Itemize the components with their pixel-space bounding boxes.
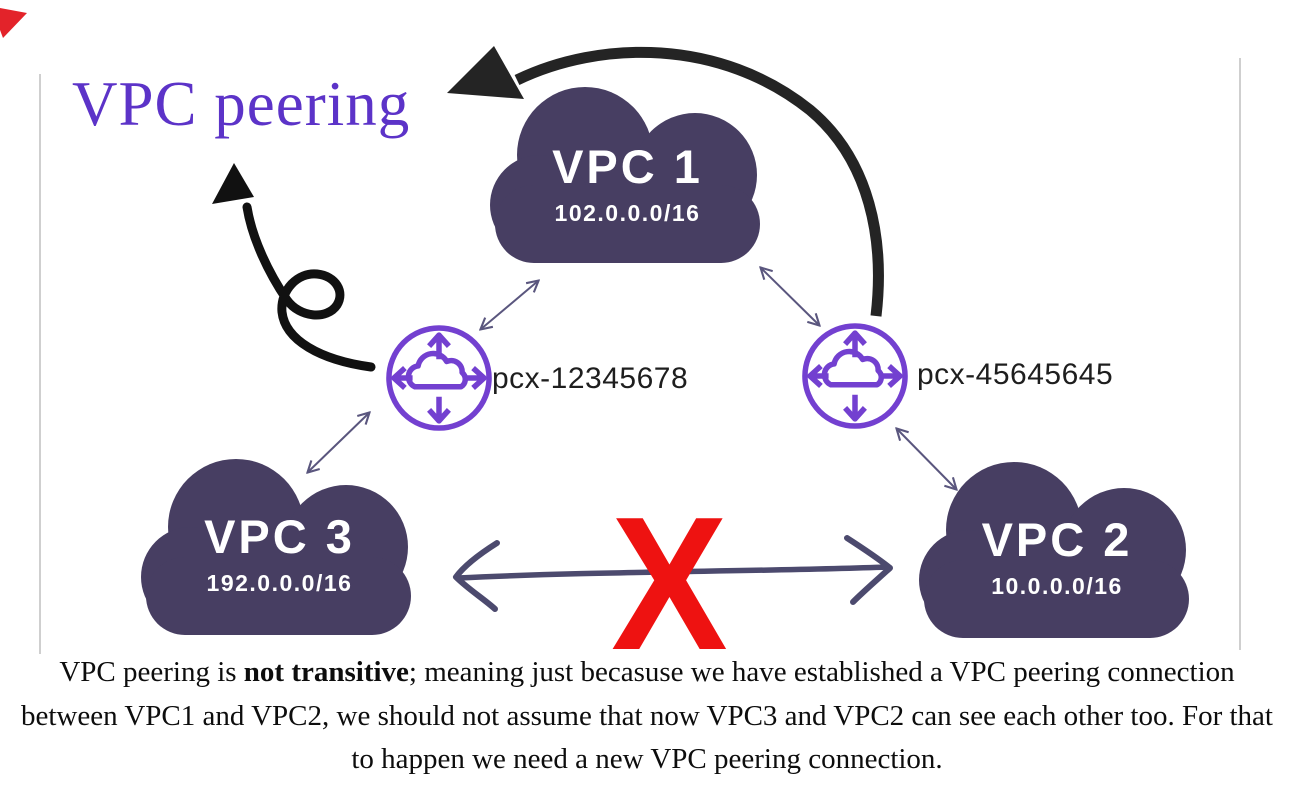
blocked-x-mark: X: [611, 478, 728, 690]
swirl-arrowhead: [212, 163, 254, 204]
slide-right-border: [1239, 58, 1241, 650]
connector-pcx1-vpc3: [308, 413, 369, 472]
connector-vpc1-pcx1: [481, 281, 538, 329]
vpc3-label: VPC 3 192.0.0.0/16: [146, 512, 413, 597]
transitive-arc-arrow: [514, 46, 884, 317]
peering-connection-icon-2: [805, 326, 905, 426]
vpc3-vpc2-arrow-shaft: [455, 564, 891, 581]
vpc1-label: VPC 1 102.0.0.0/16: [495, 142, 760, 227]
vpc3-cidr: 192.0.0.0/16: [206, 570, 353, 597]
slide-left-border: [39, 74, 41, 654]
pcx2-label: pcx-45645645: [917, 358, 1114, 391]
vpc2-cidr: 10.0.0.0/16: [991, 573, 1123, 600]
corner-red-mark: [0, 8, 27, 38]
connector-vpc1-pcx2: [761, 268, 819, 325]
vpc3-name: VPC 3: [204, 510, 355, 563]
caption-prefix: VPC peering is: [59, 656, 244, 688]
vpc2-label: VPC 2 10.0.0.0/16: [924, 515, 1190, 600]
caption-emphasis: not transitive: [243, 656, 409, 688]
peering-connection-icon-1: [389, 328, 489, 428]
connector-pcx2-vpc2: [897, 429, 956, 489]
vpc1-name: VPC 1: [552, 140, 703, 193]
pcx1-label: pcx-12345678: [492, 362, 689, 395]
vpc3-vpc2-arrow-right-head: [844, 535, 893, 605]
page-title: VPC peering: [72, 69, 411, 139]
vpc1-cidr: 102.0.0.0/16: [554, 200, 701, 227]
caption: VPC peering is not transitive; meaning j…: [0, 651, 1294, 782]
transitive-arc-arrowhead: [447, 46, 524, 99]
vpc3-vpc2-arrow-left-head: [453, 540, 500, 612]
vpc2-name: VPC 2: [981, 513, 1133, 566]
swirl-arrow: [242, 202, 376, 372]
caption-rest: ; meaning just becasuse we have establis…: [21, 656, 1273, 775]
